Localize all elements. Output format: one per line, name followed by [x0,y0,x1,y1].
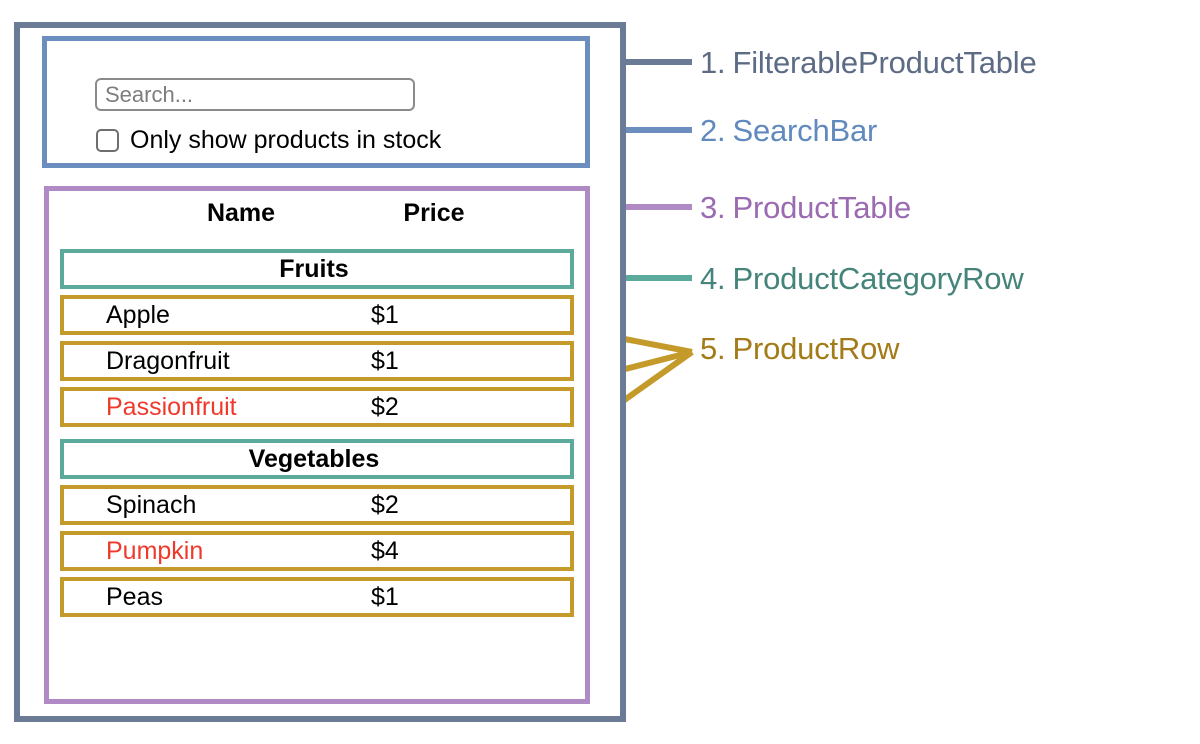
product-row: Apple $1 [60,295,574,335]
product-row: Pumpkin $4 [60,531,574,571]
in-stock-checkbox-label: Only show products in stock [130,126,442,154]
legend-number: 5. [700,331,726,366]
product-row: Dragonfruit $1 [60,341,574,381]
legend-number: 1. [700,45,726,80]
product-name: Spinach [106,490,197,519]
product-category-row: Fruits [60,249,574,289]
product-category-label: Vegetables [248,444,380,473]
legend-item-product-category-row: 4.ProductCategoryRow [700,263,1024,294]
legend-label: ProductCategoryRow [732,261,1024,296]
product-name: Pumpkin [106,536,204,565]
legend-label: ProductRow [732,331,900,366]
legend-label: SearchBar [732,113,878,148]
product-price: $1 [371,582,399,611]
legend-number: 2. [700,113,726,148]
product-row: Spinach $2 [60,485,574,525]
in-stock-checkbox-row[interactable]: Only show products in stock [96,128,441,153]
legend-item-product-row: 5.ProductRow [700,331,900,366]
table-header-row: Name Price [49,199,585,239]
column-header-name: Name [206,199,276,227]
product-name: Dragonfruit [106,346,230,375]
column-header-price: Price [403,199,465,227]
product-row: Peas $1 [60,577,574,617]
legend-number: 4. [700,261,726,296]
product-price: $4 [371,536,399,565]
product-price: $1 [371,300,399,329]
product-table-box: Name Price Fruits Apple $1 Dragonfruit $… [44,186,590,704]
product-name: Passionfruit [106,392,237,421]
legend-label: FilterableProductTable [732,45,1037,80]
legend-item-search-bar: 2.SearchBar [700,115,877,146]
product-category-label: Fruits [279,254,349,283]
product-price: $1 [371,346,399,375]
product-price: $2 [371,392,399,421]
legend-label: ProductTable [732,190,912,225]
product-rows-container: Fruits Apple $1 Dragonfruit $1 Passionfr… [60,249,574,623]
legend-number: 3. [700,190,726,225]
product-category-row: Vegetables [60,439,574,479]
product-table-inner: Name Price Fruits Apple $1 Dragonfruit $… [49,191,585,699]
legend-item-product-table: 3.ProductTable [700,192,911,223]
checkbox-icon[interactable] [96,129,119,152]
product-name: Peas [106,582,163,611]
search-input[interactable] [95,78,415,111]
legend-item-filterable-product-table: 1.FilterableProductTable [700,47,1037,78]
product-name: Apple [106,300,170,329]
product-price: $2 [371,490,399,519]
product-row: Passionfruit $2 [60,387,574,427]
search-bar-box: Only show products in stock [42,36,590,168]
